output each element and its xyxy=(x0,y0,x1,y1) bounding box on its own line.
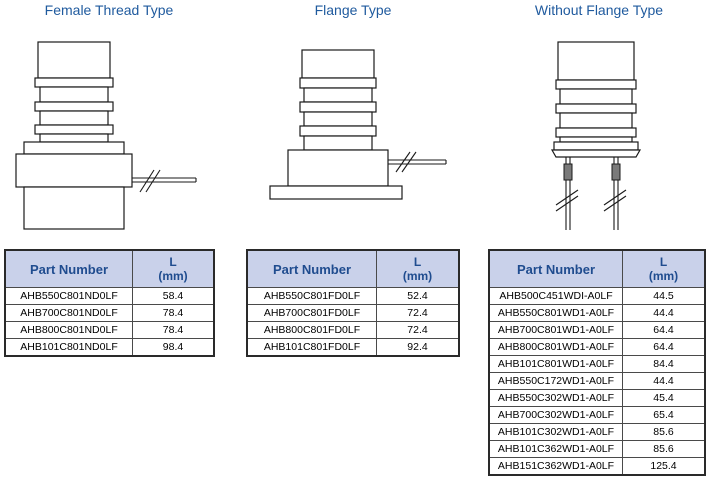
part-number-cell: AHB101C801ND0LF xyxy=(4,338,133,357)
part-number-header: Part Number xyxy=(4,249,133,288)
part-number-header: Part Number xyxy=(488,249,623,288)
length-cell: 78.4 xyxy=(132,321,215,339)
length-label: L xyxy=(413,255,422,269)
part-number-cell: AHB800C801ND0LF xyxy=(4,321,133,339)
length-cell: 78.4 xyxy=(132,304,215,322)
length-header: L(mm) xyxy=(622,249,706,288)
part-number-cell: AHB700C801FD0LF xyxy=(246,304,377,322)
part-number-cell: AHB550C172WD1-A0LF xyxy=(488,372,623,390)
length-cell: 58.4 xyxy=(132,287,215,305)
part-number-cell: AHB101C801FD0LF xyxy=(246,338,377,357)
part-number-cell: AHB151C362WD1-A0LF xyxy=(488,457,623,476)
length-cell: 44.5 xyxy=(622,287,706,305)
part-number-cell: AHB550C801FD0LF xyxy=(246,287,377,305)
part-number-header: Part Number xyxy=(246,249,377,288)
length-cell: 72.4 xyxy=(376,304,460,322)
flange-type-title: Flange Type xyxy=(314,2,392,18)
without-flange-type-title: Without Flange Type xyxy=(534,2,664,18)
length-cell: 44.4 xyxy=(622,372,706,390)
part-number-cell: AHB700C801WD1-A0LF xyxy=(488,321,623,339)
length-label: L xyxy=(659,255,668,269)
part-number-cell: AHB700C302WD1-A0LF xyxy=(488,406,623,424)
table-header-row: Part Number L(mm) xyxy=(246,249,460,288)
length-header: L(mm) xyxy=(132,249,215,288)
length-cell: 72.4 xyxy=(376,321,460,339)
length-cell: 92.4 xyxy=(376,338,460,357)
part-number-cell: AHB550C801ND0LF xyxy=(4,287,133,305)
part-number-cell: AHB800C801FD0LF xyxy=(246,321,377,339)
part-number-cell: AHB550C302WD1-A0LF xyxy=(488,389,623,407)
table-header-row: Part Number L(mm) xyxy=(488,249,706,288)
part-number-cell: AHB101C801WD1-A0LF xyxy=(488,355,623,373)
length-cell: 98.4 xyxy=(132,338,215,357)
female-thread-type-drawing xyxy=(15,41,197,230)
part-number-cell: AHB101C302WD1-A0LF xyxy=(488,423,623,441)
length-cell: 85.6 xyxy=(622,440,706,458)
length-cell: 65.4 xyxy=(622,406,706,424)
length-cell: 84.4 xyxy=(622,355,706,373)
length-header: L(mm) xyxy=(376,249,460,288)
length-cell: 85.6 xyxy=(622,423,706,441)
length-unit: (mm) xyxy=(402,269,433,283)
table-header-row: Part Number L(mm) xyxy=(4,249,215,288)
length-label: L xyxy=(169,255,177,269)
length-cell: 44.4 xyxy=(622,304,706,322)
part-number-cell: AHB550C801WD1-A0LF xyxy=(488,304,623,322)
length-unit: (mm) xyxy=(158,269,188,283)
flange-type-drawing xyxy=(269,49,447,200)
without-flange-type-drawing xyxy=(550,41,642,230)
part-number-cell: AHB101C362WD1-A0LF xyxy=(488,440,623,458)
length-cell: 125.4 xyxy=(622,457,706,476)
length-cell: 64.4 xyxy=(622,338,706,356)
female-thread-type-title: Female Thread Type xyxy=(44,2,174,18)
length-cell: 64.4 xyxy=(622,321,706,339)
part-number-cell: AHB800C801WD1-A0LF xyxy=(488,338,623,356)
length-cell: 45.4 xyxy=(622,389,706,407)
part-number-cell: AHB700C801ND0LF xyxy=(4,304,133,322)
length-cell: 52.4 xyxy=(376,287,460,305)
length-unit: (mm) xyxy=(648,269,679,283)
part-number-cell: AHB500C451WDI-A0LF xyxy=(488,287,623,305)
